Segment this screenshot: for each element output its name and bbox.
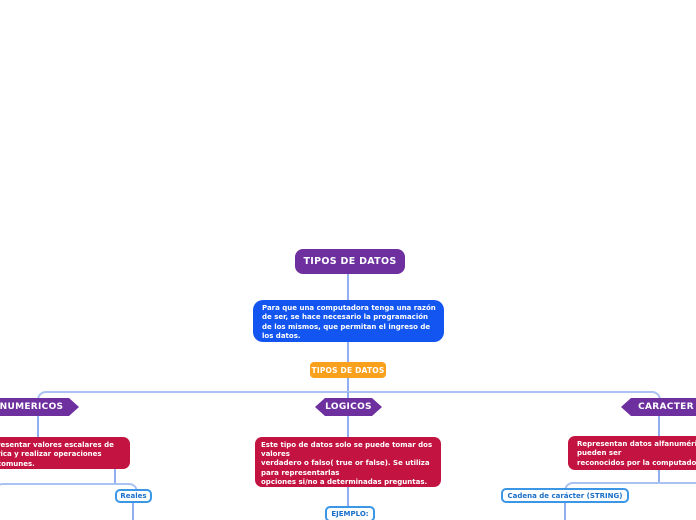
intro-line: de ser, se hace necesario la programació… bbox=[262, 313, 429, 322]
connector-caracter-desc bbox=[658, 416, 660, 437]
intro-line: de los mismos, que permitan el ingreso d… bbox=[262, 322, 431, 331]
cadena-string-label: Cadena de carácter (STRING) bbox=[507, 491, 623, 500]
connector-rail-logicos bbox=[347, 392, 349, 398]
ejemplo-label: EJEMPLO: bbox=[331, 510, 369, 518]
caracter-desc-line: reconocidos por la computadora. bbox=[577, 458, 696, 467]
logicos-description-box[interactable]: Este tipo de datos solo se puede tomar d… bbox=[255, 437, 441, 487]
branch-rail bbox=[37, 391, 661, 400]
hub-node-label: TIPOS DE DATOS bbox=[311, 365, 385, 375]
caracter-desc-line: pueden ser bbox=[577, 449, 622, 458]
numericos-description-box[interactable]: resentar valores escalares de rica y rea… bbox=[0, 437, 130, 469]
node-caracter[interactable]: CARACTER bbox=[621, 398, 696, 416]
numericos-desc-line: comunes. bbox=[0, 459, 35, 468]
connector-below-cadena bbox=[564, 489, 566, 520]
connector-intro-hub bbox=[347, 342, 349, 362]
connector-caracter-childrail bbox=[658, 470, 660, 482]
connector-logicos-child bbox=[347, 487, 349, 507]
numericos-label: NUMERICOS bbox=[0, 402, 64, 412]
caracter-description-box[interactable]: Representan datos alfanuméricos que pued… bbox=[568, 436, 696, 470]
logicos-desc-line: verdadero o falso( true or false). Se ut… bbox=[261, 459, 430, 468]
node-numericos[interactable]: NUMERICOS bbox=[0, 398, 79, 416]
root-node-label: TIPOS DE DATOS bbox=[303, 256, 397, 267]
intro-line: los datos. bbox=[262, 332, 301, 341]
connector-logicos-desc bbox=[347, 416, 349, 437]
intro-line: Para que una computadora tenga una razón bbox=[262, 304, 436, 312]
node-reales[interactable]: Reales bbox=[115, 489, 152, 503]
node-cadena-string[interactable]: Cadena de carácter (STRING) bbox=[501, 488, 629, 503]
caracter-desc-line: Representan datos alfanuméricos que bbox=[577, 440, 696, 448]
connector-root-intro bbox=[347, 274, 349, 300]
caracter-child-rail bbox=[564, 482, 696, 491]
connector-below-reales bbox=[132, 489, 134, 520]
logicos-desc-line: para representarlas bbox=[261, 468, 340, 477]
connector-hub-rail bbox=[347, 377, 349, 392]
numericos-desc-line: resentar valores escalares de bbox=[0, 441, 114, 449]
logicos-desc-line: valores bbox=[261, 450, 290, 459]
logicos-label: LOGICOS bbox=[325, 402, 372, 412]
node-logicos[interactable]: LOGICOS bbox=[315, 398, 382, 416]
caracter-label: CARACTER bbox=[638, 402, 694, 412]
logicos-desc-line: opciones si/no a determinadas preguntas. bbox=[261, 477, 428, 486]
connector-numericos-desc bbox=[37, 416, 39, 437]
numericos-child-rail bbox=[0, 483, 138, 492]
intro-description-box[interactable]: Para que una computadora tenga una razón… bbox=[253, 300, 444, 342]
numericos-desc-line: rica y realizar operaciones bbox=[0, 450, 102, 459]
reales-label: Reales bbox=[120, 492, 147, 500]
connector-numericos-childrail bbox=[114, 469, 116, 483]
node-ejemplo[interactable]: EJEMPLO: bbox=[325, 506, 375, 520]
logicos-desc-line: Este tipo de datos solo se puede tomar d… bbox=[261, 441, 433, 449]
node-tipos-de-datos-hub[interactable]: TIPOS DE DATOS bbox=[310, 362, 386, 378]
node-tipos-de-datos-root[interactable]: TIPOS DE DATOS bbox=[295, 249, 405, 274]
